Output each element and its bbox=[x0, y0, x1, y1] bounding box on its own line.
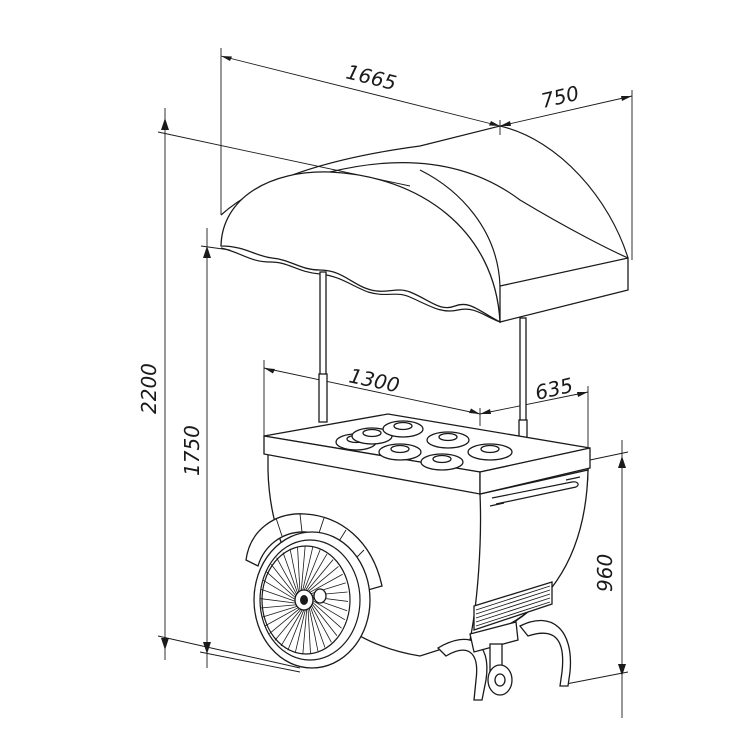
dim-canopy-width: 1665 bbox=[344, 60, 399, 96]
wheel-spoke bbox=[260, 604, 300, 609]
dim-overall-height: 2200 bbox=[137, 363, 161, 414]
wheel-spoke bbox=[266, 571, 299, 601]
dim-canopy-bottom-height: 1750 bbox=[180, 425, 204, 476]
vent-slats bbox=[475, 585, 551, 627]
wheel-spoke bbox=[262, 604, 301, 618]
wheel-spoke bbox=[280, 606, 305, 647]
wheel-spoke bbox=[270, 563, 299, 600]
wheel-spoke bbox=[305, 566, 339, 594]
wheel-spoke bbox=[294, 606, 307, 654]
wheel-spoke bbox=[303, 553, 328, 594]
wheel-spoke bbox=[297, 546, 301, 595]
wheel-spoke bbox=[301, 546, 314, 594]
wheel-spoke bbox=[260, 588, 299, 603]
canopy bbox=[220, 125, 629, 324]
wheel-spoke bbox=[308, 603, 326, 648]
wheel-spoke bbox=[309, 598, 346, 621]
wheel-spoke bbox=[307, 605, 311, 654]
wheel-spoke bbox=[302, 606, 308, 655]
wheel-spoke bbox=[274, 606, 304, 641]
tub-lid bbox=[378, 443, 422, 461]
dim-counter-height: 960 bbox=[593, 554, 617, 592]
dim-canopy-depth: 750 bbox=[539, 81, 582, 113]
wheel-spoke bbox=[304, 559, 334, 594]
wheel-spoke bbox=[287, 606, 306, 651]
spoked-wheel bbox=[245, 513, 383, 669]
dim-counter-depth: 635 bbox=[533, 373, 576, 405]
wheel-spoke bbox=[282, 552, 300, 597]
wheel-spoke bbox=[269, 606, 303, 634]
wheel-spoke bbox=[265, 605, 302, 627]
wheel-spoke bbox=[308, 604, 319, 652]
tub-lid bbox=[351, 427, 393, 445]
wheel-spoke bbox=[302, 549, 321, 594]
tub-lid bbox=[420, 453, 464, 471]
wheel-spoke bbox=[309, 599, 342, 629]
wheel-spoke bbox=[300, 545, 306, 594]
wheel-spoke bbox=[276, 557, 299, 598]
wheel-spoke bbox=[306, 573, 343, 595]
wheel-spoke bbox=[262, 579, 299, 602]
stand-legs bbox=[436, 620, 572, 701]
wheel-spoke bbox=[259, 598, 299, 604]
dim-counter-width: 1300 bbox=[347, 363, 402, 397]
ice-cream-tubs bbox=[335, 420, 513, 471]
wheel-spoke bbox=[289, 548, 300, 596]
wheel-spoke bbox=[309, 600, 338, 637]
tub-lid bbox=[382, 420, 424, 438]
tub-lid bbox=[467, 443, 513, 461]
wheel-spoke bbox=[309, 602, 332, 643]
tub-lid bbox=[426, 431, 470, 449]
